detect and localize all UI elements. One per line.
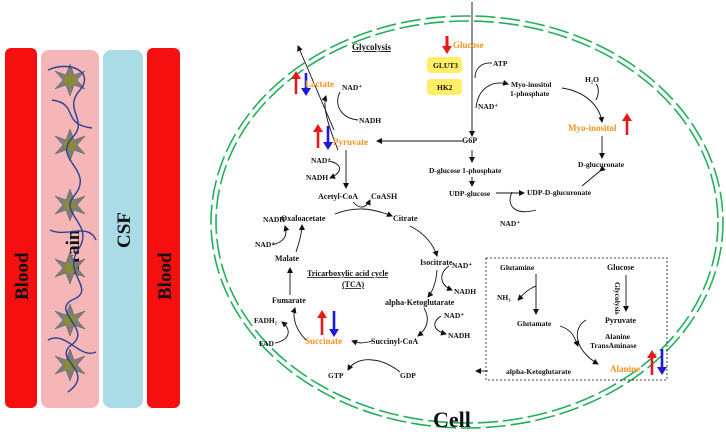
- glutamine-label: Glutamine: [500, 263, 535, 272]
- isocitrate-nad-label: NAD⁺: [452, 261, 472, 270]
- fad-label: FAD: [259, 339, 274, 348]
- inositol-nad-label: NAD⁺: [500, 219, 520, 228]
- amino-acid-box: [485, 257, 668, 381]
- succinyl-coa-label: Succinyl-CoA: [371, 337, 418, 346]
- myo-inositol-1p-label-2: 1-phosphate: [510, 89, 550, 98]
- lactate-label: Lactate: [305, 79, 334, 89]
- pyruvate-nadh-label: NADH: [306, 173, 328, 182]
- lactate-nad-label: NAD⁺: [342, 83, 362, 92]
- d-glucose-1p-label: D-glucose 1-phosphate: [429, 166, 502, 175]
- h2o-label: H₂O: [585, 75, 599, 84]
- cell-membrane-outer: [210, 15, 724, 429]
- cell-membrane-inner: [215, 20, 719, 424]
- akg-nadh-label: NADH: [448, 331, 470, 340]
- pyruvate-label: Pyruvate: [333, 137, 368, 147]
- g6p-nad-label: NAD⁺: [478, 102, 498, 111]
- astrocyte-cells: [47, 63, 97, 393]
- tca-title-2: (TCA): [342, 280, 365, 289]
- malate-nad-label: NAD⁺: [255, 240, 275, 249]
- csf-label: CSF: [114, 212, 135, 248]
- myo-inositol-label: Myo-inositol: [568, 123, 617, 133]
- gtp-label: GTP: [328, 371, 344, 380]
- nh3-label: NH₃: [497, 293, 511, 302]
- akg-label: alpha-Ketoglutarate: [385, 298, 455, 307]
- isocitrate-nadh-label: NADH: [454, 287, 476, 296]
- pyruvate-nad-label: NAD⁺: [311, 156, 331, 165]
- fumarate-label: Fumarate: [272, 296, 306, 305]
- isocitrate-label: Isocitrate: [420, 258, 453, 267]
- hk2-box: [427, 79, 462, 95]
- blood-right-bar: [147, 48, 180, 408]
- malate-label: Malate: [275, 254, 299, 263]
- glut3-box: [427, 57, 462, 73]
- citrate-label: Citrate: [393, 214, 418, 223]
- cell-label: Cell: [433, 407, 471, 432]
- d-glucuronate-label: D-glucuronate: [578, 160, 625, 169]
- amino-akg-label: alpha-Ketoglutarate: [506, 367, 572, 376]
- blood-left-bar: [5, 48, 37, 408]
- g6p-label: G6P: [462, 136, 477, 145]
- myo-inositol-1p-label-1: Myo-inositol: [511, 80, 551, 89]
- coash-label: CoASH: [371, 192, 398, 201]
- lactate-nadh-label: NADH: [359, 116, 381, 125]
- malate-nadh-label: NADH: [263, 215, 285, 224]
- csf-bar: [103, 50, 143, 408]
- glycolysis-vertical-label: Glycolysis: [613, 282, 622, 315]
- acetyl-coa-label: Acetyl-CoA: [318, 192, 358, 201]
- udp-d-glucuronate-label: UDP-D-glucuronate: [527, 188, 592, 197]
- glycolysis-title: Glycolysis: [352, 42, 391, 52]
- alanine-label: Alanine: [610, 364, 640, 374]
- alanine-ta-label-2: TransAminase: [590, 341, 637, 350]
- glut3-label: GLUT3: [433, 61, 458, 70]
- amino-pyruvate-label: Pyruvate: [605, 316, 637, 325]
- atp-label: ATP: [493, 59, 508, 68]
- tca-title-1: Tricarboxylic acid cycle: [307, 269, 389, 278]
- hk2-label: HK2: [437, 83, 453, 92]
- udp-glucose-label: UDP-glucose: [449, 189, 491, 198]
- blood-right-label: Blood: [155, 252, 176, 300]
- glucose-label: Glucose: [453, 40, 484, 50]
- glutamate-label: Glutamate: [517, 319, 552, 328]
- gdp-label: GDP: [400, 371, 416, 380]
- pyruvate-to-lactate-arrow: [297, 45, 335, 131]
- alanine-ta-label-1: Alanine: [605, 332, 631, 341]
- brain-bar: [41, 50, 99, 408]
- amino-glucose-label: Glucose: [607, 263, 635, 272]
- blood-left-label: Blood: [12, 252, 33, 300]
- akg-nad-label: NAD⁺: [444, 311, 464, 320]
- oxaloacetate-label: Oxaloacetate: [281, 214, 326, 223]
- succinate-label: Succinate: [305, 336, 342, 346]
- fadh2-label: FADH₂: [254, 316, 278, 325]
